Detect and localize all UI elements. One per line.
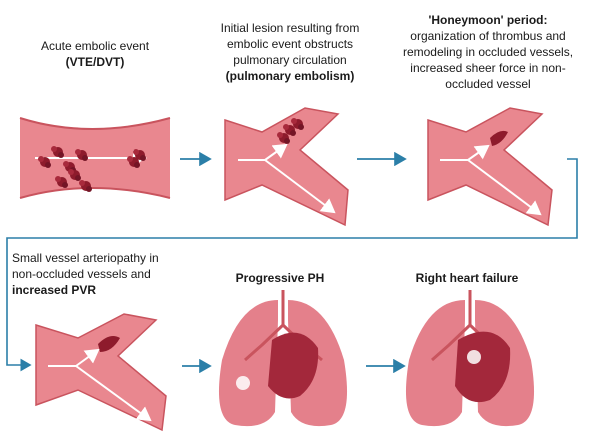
stage5-clot-highlight [236, 376, 250, 390]
stage3-caption: 'Honeymoon' period: organization of thro… [390, 12, 586, 92]
stage3-line2: remodeling in occluded vessels, [402, 45, 574, 59]
stage1-line1: Acute embolic event [40, 39, 150, 53]
stage1-vessel-icon [19, 117, 171, 199]
stage2-line3: pulmonary circulation [233, 53, 347, 67]
stage5-title: Progressive PH [235, 271, 325, 285]
stage1-line2: (VTE/DVT) [65, 55, 125, 69]
stage3-branch-vessel-icon [427, 107, 553, 227]
stage4-branch-vessel-icon [35, 313, 167, 432]
stage5-lungs-icon [218, 290, 348, 427]
stage1-caption: Acute embolic event (VTE/DVT) [10, 38, 180, 70]
flow-arrow-icon-3 [6, 158, 578, 372]
stage2-caption: Initial lesion resulting from embolic ev… [190, 20, 390, 84]
stage6-lungs-icon [405, 290, 535, 427]
stage4-caption: Small vessel arteriopathy in non-occlude… [12, 250, 192, 298]
stage6-caption: Right heart failure [392, 270, 542, 286]
stage2-line4: (pulmonary embolism) [225, 69, 355, 83]
stage4-line2: non-occluded vessels and [12, 267, 151, 281]
stage5-heart-icon [268, 332, 319, 399]
stage3-title: 'Honeymoon' period: [428, 13, 548, 27]
stage4-line3: increased PVR [12, 283, 97, 297]
stage3-line3: increased sheer force in non- [410, 61, 566, 75]
stage6-heart-icon [455, 331, 511, 403]
stage3-line1: organization of thrombus and [410, 29, 566, 43]
stage6-title: Right heart failure [415, 271, 519, 285]
stage3-line4: occluded vessel [445, 77, 531, 91]
stage2-line2: embolic event obstructs [226, 37, 354, 51]
stage2-branch-vessel-icon [224, 107, 349, 227]
stage4-line1: Small vessel arteriopathy in [12, 251, 159, 265]
stage5-caption: Progressive PH [205, 270, 355, 286]
stage2-line1: Initial lesion resulting from [220, 21, 360, 35]
stage6-clot-highlight [467, 350, 481, 364]
